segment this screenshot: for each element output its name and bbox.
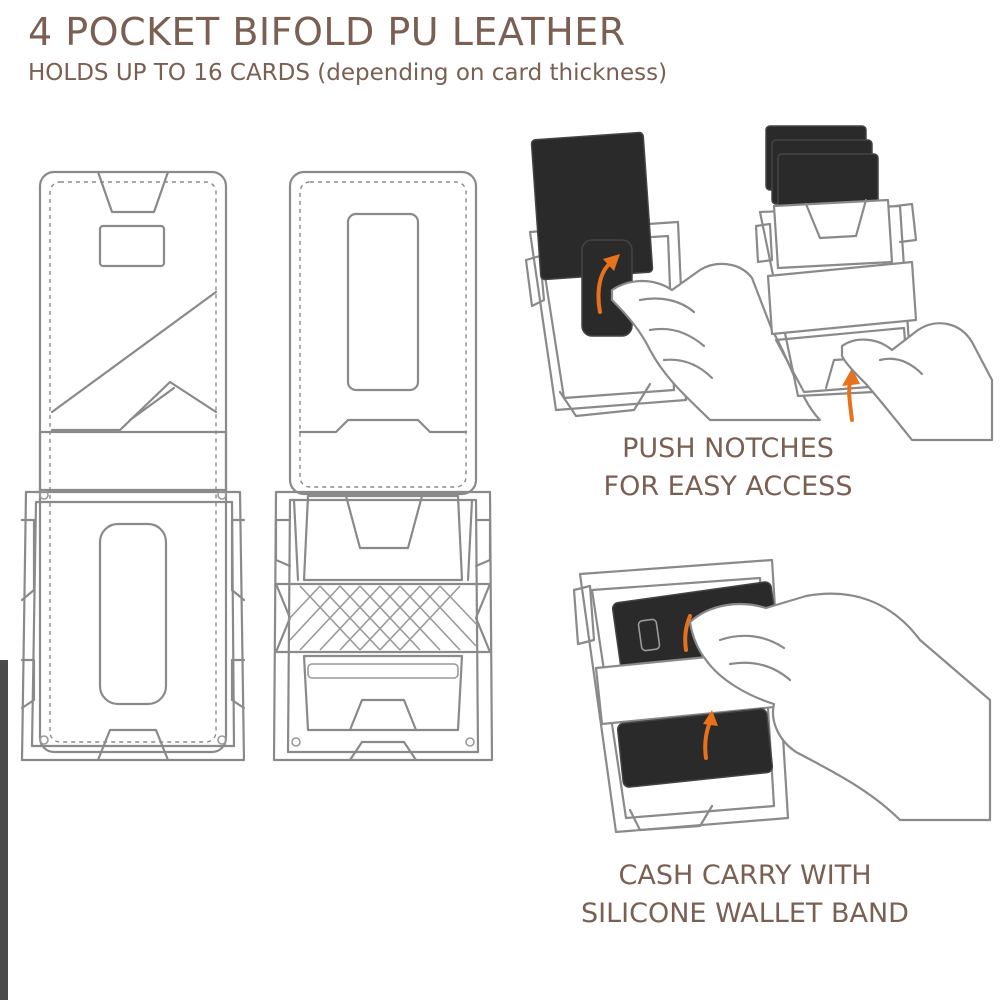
page-title: 4 POCKET BIFOLD PU LEATHER [28,10,626,54]
cash-caption-line2: SILICONE WALLET BAND [581,898,909,929]
push-caption-line1: PUSH NOTCHES [622,433,834,464]
wallet-outside-view [20,170,246,762]
left-edge-strip [0,660,8,1000]
page-subtitle: HOLDS UP TO 16 CARDS (depending on card … [28,60,668,86]
push-notches-caption: PUSH NOTCHES FOR EASY ACCESS [578,430,878,506]
cash-carry-caption: CASH CARRY WITH SILICONE WALLET BAND [560,857,930,933]
cash-carry-illustration [572,558,992,834]
push-notch-illustration-right [754,125,994,442]
wallet-inside-view [272,170,494,762]
push-caption-line2: FOR EASY ACCESS [603,471,853,502]
push-notch-illustration-left [524,131,822,422]
cash-caption-line1: CASH CARRY WITH [618,860,872,891]
